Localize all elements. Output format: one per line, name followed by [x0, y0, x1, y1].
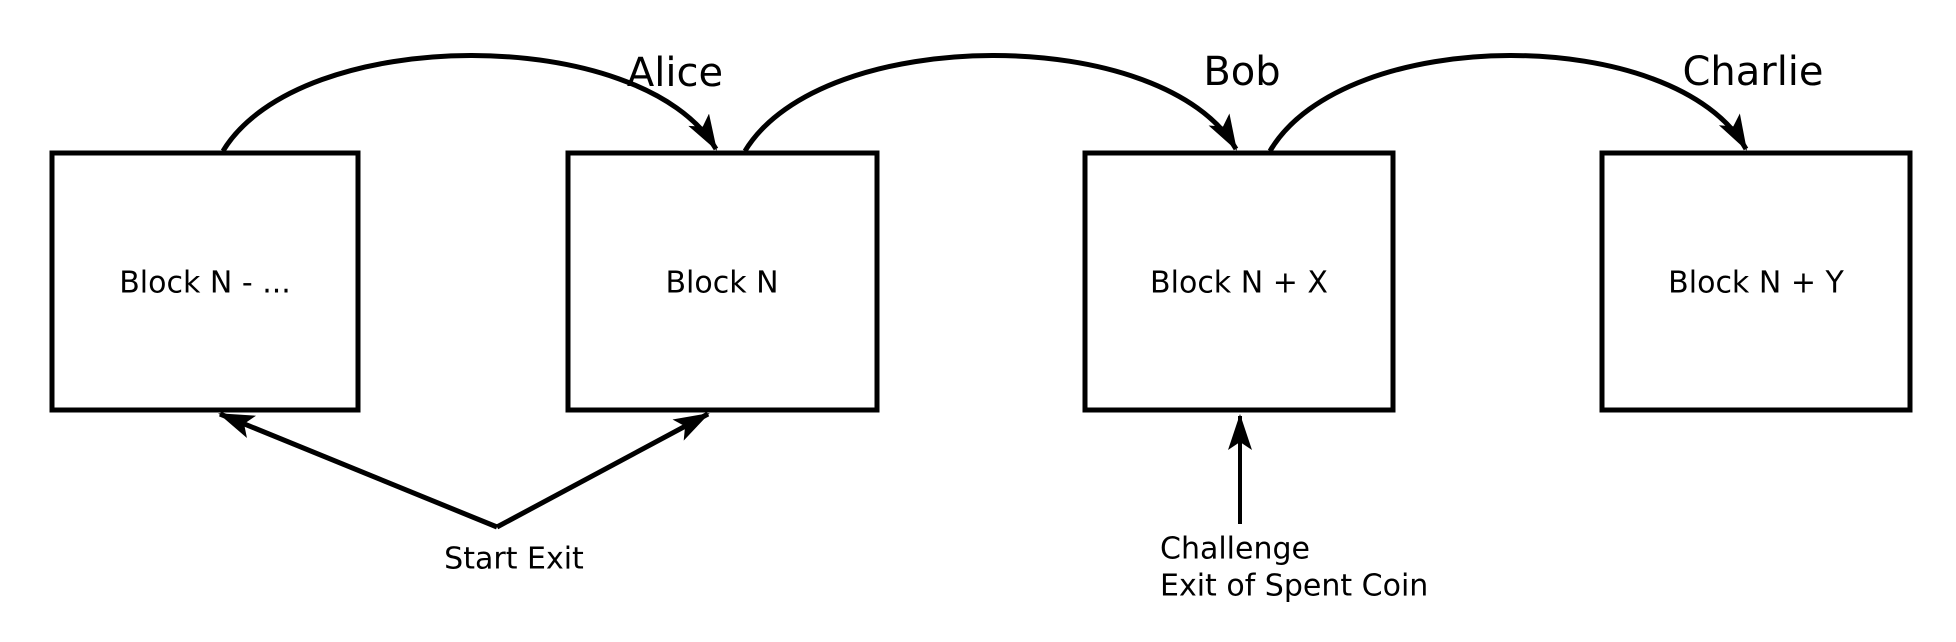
challenge-label-line1: Challenge — [1160, 532, 1310, 567]
start-exit-arrow-right — [495, 411, 710, 530]
block-n-plus-x-label: Block N + X — [1150, 266, 1328, 301]
block-n-rect — [565, 150, 880, 413]
alice-transfer-arrow — [220, 53, 719, 153]
bob-transfer-arrow — [742, 53, 1239, 153]
charlie-transfer-arrow — [1267, 53, 1749, 153]
challenge-group: Challenge Exit of Spent Coin — [1160, 414, 1428, 604]
start-exit-label: Start Exit — [444, 542, 584, 577]
charlie-label: Charlie — [1682, 49, 1823, 95]
transfer-arrow-group: Alice Bob Charlie — [220, 49, 1824, 153]
challenge-label-line2: Exit of Spent Coin — [1160, 569, 1428, 604]
block-n-plus-y-label: Block N + Y — [1668, 266, 1844, 301]
bob-label: Bob — [1203, 49, 1280, 95]
start-exit-group: Start Exit — [218, 411, 710, 577]
alice-label: Alice — [627, 50, 723, 96]
block-n-plus-x-rect — [1082, 150, 1396, 413]
start-exit-arrow-left — [218, 411, 498, 530]
block-n-minus-label: Block N - ... — [119, 266, 291, 301]
block-n-label: Block N — [665, 266, 778, 301]
block-n-minus-rect — [49, 150, 361, 413]
block-n-plus-y-rect — [1599, 150, 1913, 413]
block-group: Block N - ... Block N Block N + X Block … — [49, 150, 1913, 413]
